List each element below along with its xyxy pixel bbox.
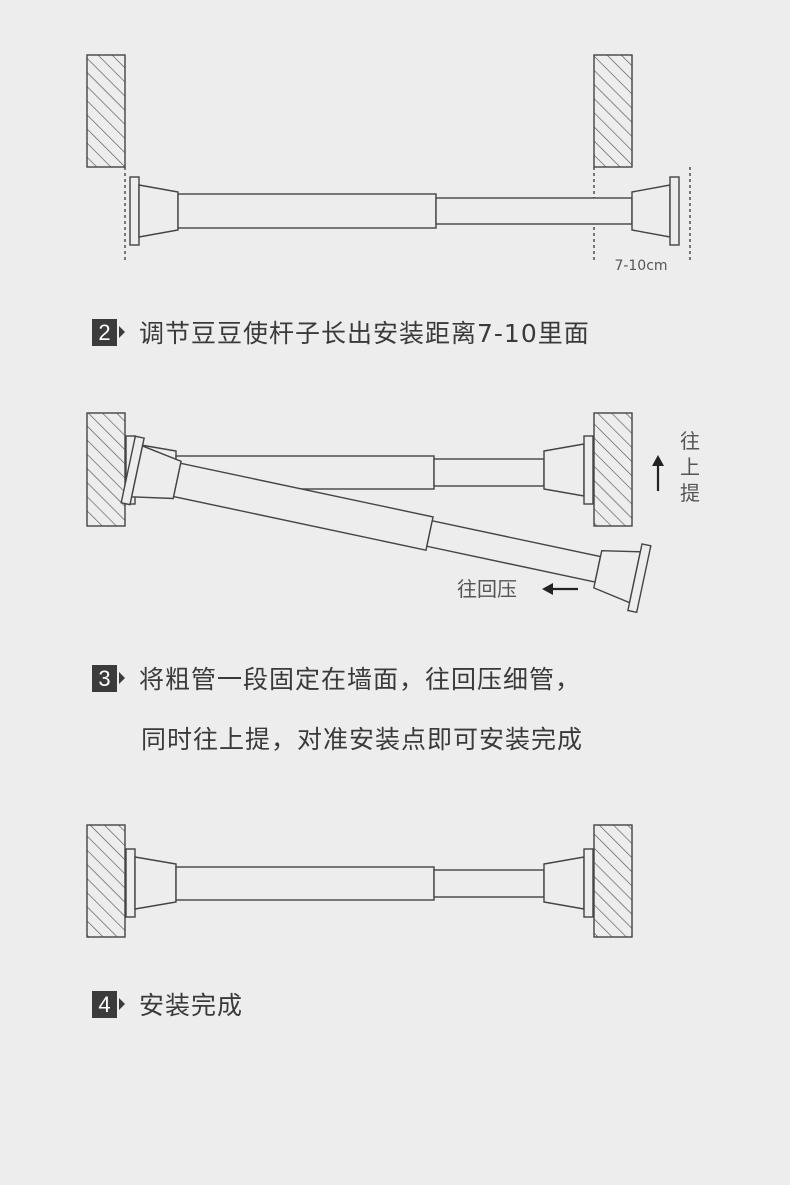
left-wall <box>86 54 126 168</box>
left-end-cone <box>138 184 179 238</box>
lift-label-char-3: 提 <box>680 481 700 505</box>
lift-label-char-1: 往 <box>680 429 700 453</box>
left-end-pad <box>129 176 140 246</box>
step-4-text: 安装完成 <box>139 991 244 1020</box>
tilted-rod <box>120 435 652 614</box>
thick-tube <box>175 866 435 901</box>
step-3-pointer <box>119 672 125 684</box>
diagram-step-3 <box>86 824 633 938</box>
right-end-cone <box>543 856 585 910</box>
right-wall <box>593 54 633 168</box>
step-3-badge: 3 <box>92 664 117 692</box>
thin-tube <box>433 458 545 487</box>
thin-tube <box>435 197 633 225</box>
left-end-pad <box>125 848 136 918</box>
right-wall <box>593 412 633 527</box>
right-wall <box>593 824 633 938</box>
press-label: 往回压 <box>457 577 517 601</box>
step-2-caption: 2 调节豆豆使杆子长出安装距离7-10里面 <box>92 314 590 350</box>
dimension-label: 7-10cm <box>614 258 667 274</box>
left-wall <box>86 412 126 527</box>
step-4-caption: 4 安装完成 <box>92 986 243 1022</box>
lift-label-char-2: 上 <box>680 455 700 479</box>
step-2-pointer <box>119 326 125 338</box>
right-end-pad <box>669 176 680 246</box>
diagram-step-2 <box>86 412 664 614</box>
step-2-badge: 2 <box>92 318 117 346</box>
press-arrow-head <box>542 583 553 595</box>
thin-tube <box>433 869 545 898</box>
right-end-pad <box>583 848 594 918</box>
lift-arrow-head <box>652 455 664 466</box>
right-end-cone <box>631 184 671 238</box>
tilted-left-end-cone <box>130 444 182 500</box>
left-end-cone <box>134 856 177 910</box>
step-3-text-line-1: 将粗管一段固定在墙面，往回压细管， <box>139 665 582 694</box>
step-3-text-line-2: 同时往上提，对准安装点即可安装完成 <box>141 725 584 754</box>
diagram-step-1 <box>86 54 691 262</box>
step-3-caption: 3 将粗管一段固定在墙面，往回压细管， <box>92 660 581 696</box>
right-end-pad <box>583 435 594 505</box>
step-2-text: 调节豆豆使杆子长出安装距离7-10里面 <box>139 319 590 348</box>
thick-tube <box>177 193 437 229</box>
left-wall <box>86 824 126 938</box>
step-4-badge: 4 <box>92 990 117 1018</box>
right-end-cone <box>543 443 585 497</box>
tilted-right-end-pad <box>627 543 652 614</box>
tilted-thin-tube <box>425 519 602 583</box>
step-4-pointer <box>119 998 125 1010</box>
